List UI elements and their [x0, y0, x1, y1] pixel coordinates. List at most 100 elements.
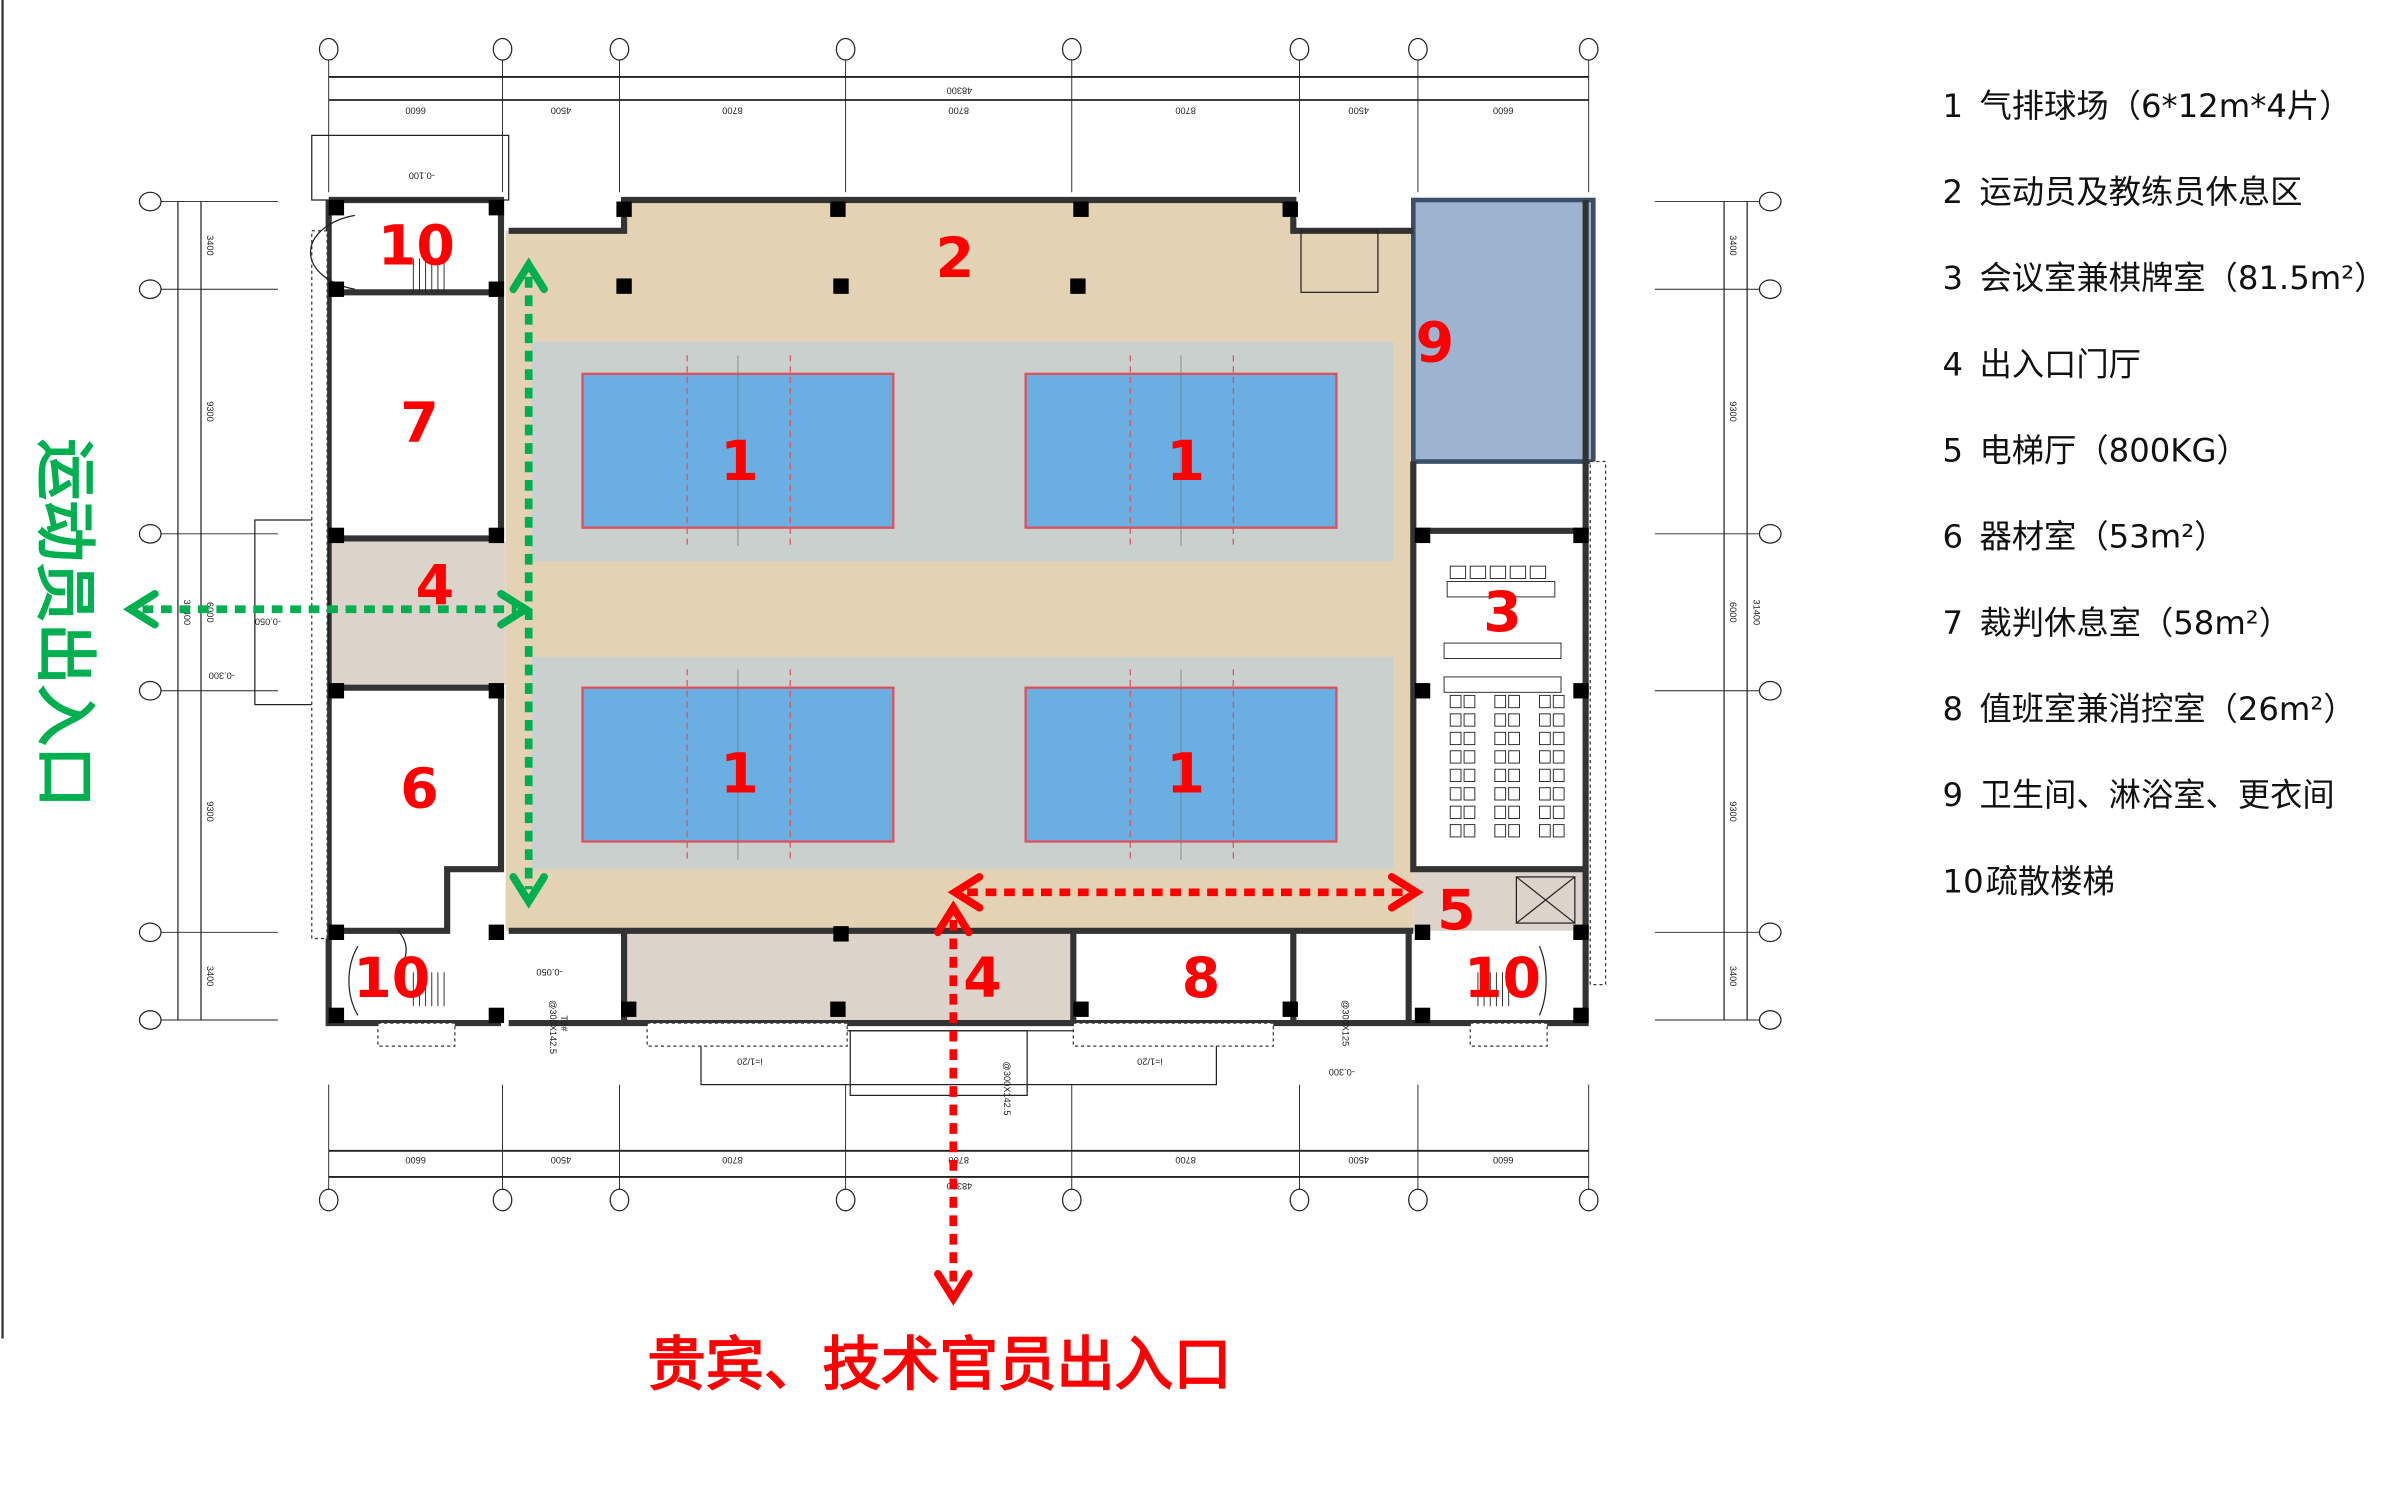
column	[488, 683, 505, 699]
dimension-segment: 4500	[1348, 106, 1369, 116]
grid-bubble	[138, 191, 162, 212]
room-number-1: 1	[1166, 430, 1205, 494]
column	[833, 278, 849, 294]
step-label: @300X142.5	[1002, 1062, 1012, 1116]
legend-item: 2 运动员及教练员休息区	[1943, 173, 2303, 211]
legend-text: 运动员及教练员休息区	[1979, 173, 2302, 211]
room-number-10: 10	[378, 215, 455, 279]
room-number-1: 1	[720, 742, 759, 806]
legend-number: 1	[1943, 87, 1964, 125]
room-number-10: 10	[1464, 947, 1541, 1011]
room-number-9: 9	[1416, 312, 1455, 376]
legend-text: 气排球场（6*12m*4片）	[1979, 87, 2351, 125]
elev-label: -0.300	[1329, 1067, 1355, 1077]
legend-number: 4	[1943, 345, 1964, 383]
dimension-segment: 3400	[205, 966, 215, 987]
grid-bubble	[1578, 37, 1599, 61]
column	[1070, 278, 1086, 294]
legend-text: 疏散楼梯	[1986, 862, 2115, 900]
column	[488, 924, 505, 940]
grid-bubble	[1408, 37, 1428, 61]
grid-bubble	[138, 922, 162, 943]
dimension-segment: 6600	[405, 106, 426, 116]
grid-bubble	[318, 1188, 339, 1212]
legend-item: 9 卫生间、淋浴室、更衣间	[1943, 776, 2335, 814]
legend-number: 5	[1943, 432, 1964, 470]
legend-text: 出入口门厅	[1979, 345, 2140, 383]
dimension-segment: 4500	[551, 106, 572, 116]
column	[1573, 683, 1589, 699]
tag-label: T2#	[559, 1015, 569, 1032]
elevator-shaft	[1515, 876, 1576, 924]
elev-label: -0.300	[209, 670, 235, 680]
column	[1414, 1007, 1431, 1024]
legend-text: 卫生间、淋浴室、更衣间	[1979, 776, 2334, 814]
elev-label: -0.100	[409, 170, 435, 180]
column	[830, 201, 846, 217]
legend-text: 裁判休息室（58m²）	[1979, 604, 2291, 642]
grid-bubble	[1061, 37, 1082, 61]
dimension-segment: 6600	[1493, 106, 1514, 116]
grid-bubble	[609, 37, 630, 61]
legend-item: 1 气排球场（6*12m*4片）	[1943, 87, 2352, 125]
column	[1414, 924, 1431, 940]
column	[1414, 683, 1431, 699]
legend-item: 5 电梯厅（800KG）	[1943, 432, 2249, 470]
step-label: @300X125	[1341, 1000, 1351, 1046]
room-number-4: 4	[963, 947, 1002, 1011]
dimension-segment: 9300	[205, 801, 215, 822]
legend-number: 9	[1943, 776, 1964, 814]
legend-number: 3	[1943, 259, 1964, 297]
grid-bubble	[318, 37, 339, 61]
grid-bubble	[138, 1010, 162, 1030]
dimension-total: 48300	[947, 1181, 973, 1191]
dimension-segment: 6600	[1493, 1155, 1514, 1165]
arrowhead-up-icon	[509, 257, 548, 294]
legend-text: 电梯厅（800KG）	[1979, 432, 2248, 470]
dimension-segment: 3400	[1728, 235, 1738, 256]
grid-bubble	[1758, 1010, 1782, 1030]
dimension-total: 48300	[947, 86, 973, 96]
column	[833, 926, 849, 942]
grid-bubble	[835, 1188, 856, 1212]
athlete-entrance-label: 运动员出入口	[29, 438, 101, 807]
legend-number: 6	[1943, 518, 1964, 556]
column	[328, 924, 345, 940]
elev-label: -0.050	[255, 616, 281, 626]
room-number-6: 6	[400, 758, 439, 822]
arrowhead-left-icon	[122, 590, 159, 629]
grid-bubble	[1061, 1188, 1082, 1212]
arrowhead-right-icon	[497, 590, 533, 629]
grid-bubble	[138, 524, 162, 544]
dimension-segment: 8700	[1175, 1155, 1196, 1165]
column	[1414, 527, 1431, 544]
column	[328, 281, 345, 297]
volleyball-court	[1024, 355, 1338, 547]
column	[616, 201, 632, 217]
grid-bubble	[835, 37, 856, 61]
room-numbers: 2 1 1 1 1 10 7 4 6 10 4 8 10 5 3 9	[353, 215, 1541, 1011]
grid-bubble	[1289, 1188, 1310, 1212]
grid-bubble	[1289, 37, 1310, 61]
legend-number: 7	[1943, 604, 1964, 642]
dimension-segment: 8700	[948, 1155, 969, 1165]
dimension-segment: 6000	[205, 602, 215, 623]
legend-item: 8 值班室兼消控室（26m²）	[1943, 690, 2356, 728]
grid-bubble	[609, 1188, 630, 1212]
grid-bubble	[1758, 191, 1782, 212]
grid-bubble	[1408, 1188, 1428, 1212]
legend-number: 2	[1943, 173, 1964, 211]
grid-bubble	[1758, 279, 1782, 300]
column	[1282, 201, 1298, 217]
legend-number: 8	[1943, 690, 1964, 728]
structural-columns	[328, 200, 1589, 1024]
slope-label: i=1/20	[737, 1056, 762, 1066]
legend-text: 值班室兼消控室（26m²）	[1979, 690, 2355, 728]
column	[616, 278, 632, 294]
column	[328, 683, 345, 699]
legend-item: 7 裁判休息室（58m²）	[1943, 604, 2292, 642]
vip-entrance-label: 贵宾、技术官员出入口	[647, 1331, 1232, 1399]
